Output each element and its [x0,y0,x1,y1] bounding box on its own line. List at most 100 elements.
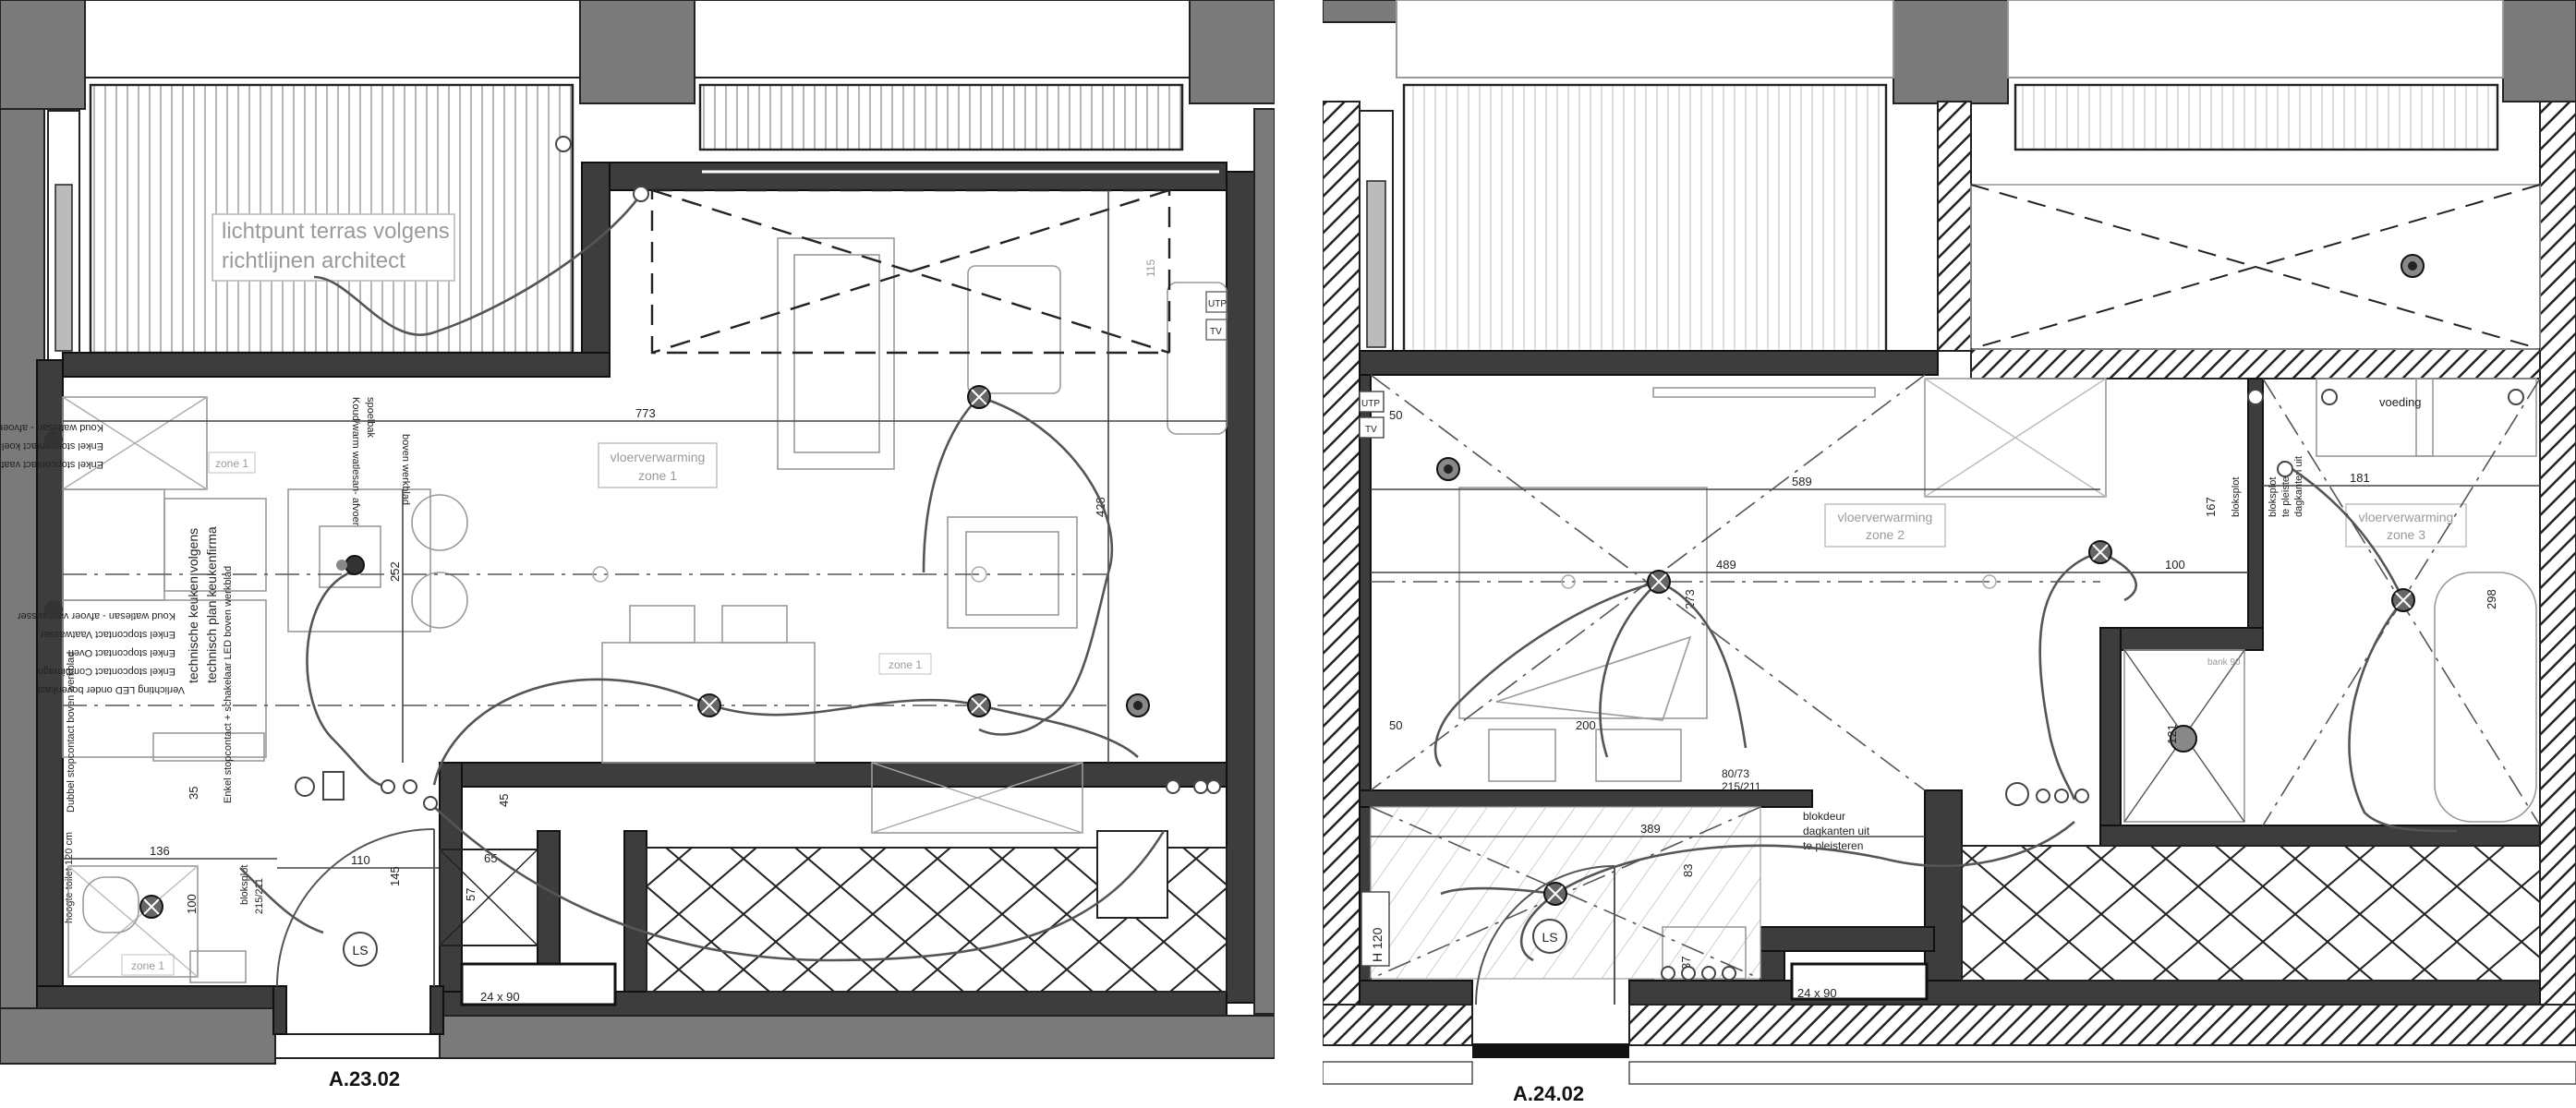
door-tag-label: LS [352,943,368,957]
bed [1458,487,1708,719]
dimension-label: 83 [1681,864,1695,877]
wall-interior [2099,627,2122,841]
floor-heating-text: zone 1 [638,468,677,483]
floor-heating-label [598,442,718,488]
dimension-label: 773 [635,406,656,420]
stool [411,572,468,629]
coffee-table [967,265,1061,394]
terrace-light-zone [650,188,1171,355]
armchair [947,516,1078,629]
door-tag [1532,919,1567,954]
switch-icon [2054,789,2069,803]
switch-icon [1206,779,1221,794]
dimension-label: 489 [1716,558,1736,572]
switch-icon [1193,779,1208,794]
chair [629,605,695,644]
wall-exterior [1322,1004,1473,1046]
socket-marker [44,430,63,449]
plan-label: A.23.02 [329,1067,400,1090]
bed-cover [1495,635,1692,721]
terrace-screen [698,83,1184,151]
wall-interior [1359,350,1939,376]
dimension-label: 57 [464,888,478,901]
dimension-label: 35 [187,787,200,800]
wall-exterior [2539,101,2576,1035]
window-tag: 24 x 90 [1797,986,1837,1000]
chair [721,605,788,644]
wall-interior [581,162,611,378]
note-text: voeding [2379,395,2422,409]
heater-box-label: H 120 [1370,927,1385,962]
plan-a-23-02: 24 x 90 Koud watlesan - afvoer stoomoven… [0,0,1276,1090]
wall-note: hoogte toilet 120 cm [64,832,75,923]
ceiling-light-fixture [1436,457,1460,481]
sink [319,525,381,588]
wall-note: Enkel stopcontact Vaatwasser [40,629,175,640]
switch-icon [1701,966,1716,981]
fridge [1167,282,1228,435]
shower-light [2170,725,2197,753]
wall-note: Koud watlesan - afvoer vaatwasser [17,610,175,621]
wall-interior [1970,348,2541,379]
window-opening [460,962,617,1006]
wall-interior [1924,789,1963,994]
dimension-label: 100 [185,894,199,914]
spot-light [1982,574,1997,589]
dimension-label: 181 [2350,471,2370,485]
toilet-room-area [67,865,199,978]
switch-icon [295,777,315,797]
wall-note: spoelbak [365,397,376,439]
ceiling-light-fixture [139,895,163,919]
wall-note: Enkel stopcontact Oven [68,647,175,658]
switch-icon [2277,461,2293,477]
door-jamb [272,985,287,1035]
kitchen-island-sink [287,488,431,632]
spot-light [1561,574,1576,589]
floor-heating-text: zone 3 [2387,527,2425,542]
dining-table [601,642,816,764]
dimension-label: 389 [1640,822,1661,836]
ceiling-light-fixture [1647,570,1671,594]
dimension-label: 145 [388,866,402,886]
wall-note: Enkel stopcontact + schakelaar LED boven… [223,566,234,803]
switch-icon [2074,789,2089,803]
switch-icon [403,779,417,794]
electrical-wire [2099,550,2138,602]
tv-box [1205,319,1228,341]
kitchen-note: technische keuken volgens [186,528,200,683]
staircase [1961,845,2541,982]
dimension-label: 167 [2204,497,2218,517]
spot-light [971,566,987,583]
window-opening [1790,962,1929,1001]
wall-interior [2099,627,2264,651]
dimension-label: 589 [1792,475,1812,488]
wall-pier [1893,0,2009,104]
dimension-label: 100 [2165,558,2185,572]
note-text: bank 90 [2207,657,2241,668]
electrical-wire [1658,580,1748,749]
switch-icon [1722,966,1736,981]
floor-heating-text: zone 2 [1866,527,1905,542]
wall-interior [1628,980,2541,1006]
wall-interior [62,352,611,378]
electrical-wire [313,193,643,336]
bathtub [2434,572,2537,823]
switch-icon [423,796,438,811]
data-box-label: UTP [1208,299,1227,309]
wall-note: Verlichting LED onder bovenkast [37,684,185,695]
dimension-label: 298 [2485,589,2498,609]
dimension-label: 110 [351,853,370,867]
note-text: bloksplot [2231,477,2242,517]
dimension-label: 121 [2165,724,2179,744]
wall-light [633,186,649,202]
data-box [1359,391,1385,413]
electrical-wire [1433,580,1660,767]
terrace-area [1970,184,2541,350]
switch-icon [1166,779,1180,794]
ceiling-light-fixture [697,693,721,717]
data-box-label: UTP [1361,399,1380,409]
tv-box [1359,416,1385,439]
zone-label: zone 1 [889,658,922,671]
socket-marker [44,600,63,619]
wall-interior [1359,980,1473,1006]
